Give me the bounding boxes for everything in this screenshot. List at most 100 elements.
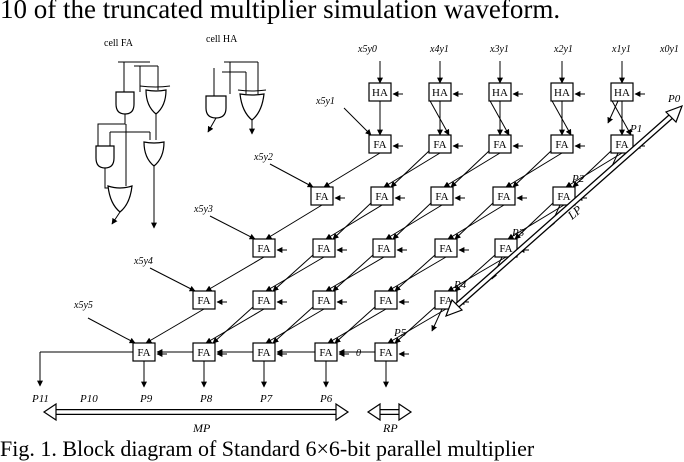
svg-text:FA: FA <box>315 191 328 203</box>
fa-cell: FA <box>192 342 216 362</box>
fa-cell: FA <box>492 186 516 206</box>
fa-cell: FA <box>494 238 518 258</box>
svg-text:FA: FA <box>377 243 390 255</box>
svg-text:FA: FA <box>379 347 392 359</box>
input-label-left: x5y1 <box>315 96 335 107</box>
output-label: P1 <box>629 123 642 135</box>
svg-text:HA: HA <box>614 87 630 99</box>
fa-cell: FA <box>370 186 394 206</box>
input-label-top: x1y1 <box>611 44 631 55</box>
legend-ha-label: cell HA <box>206 34 238 45</box>
and-gate-ha <box>205 95 227 119</box>
xor-gate-ha <box>239 93 265 121</box>
svg-text:FA: FA <box>615 139 628 151</box>
svg-text:FA: FA <box>317 243 330 255</box>
rp-arrow <box>366 402 413 422</box>
svg-text:HA: HA <box>554 87 570 99</box>
fa-cell: FA <box>312 238 336 258</box>
ha-cell: HA <box>488 82 512 102</box>
input-label-left: x5y2 <box>253 152 273 163</box>
and-gate-2 <box>95 145 115 169</box>
svg-text:FA: FA <box>493 139 506 151</box>
header-text: 10 of the truncated multiplier simulatio… <box>0 0 561 24</box>
xor-gate-1 <box>145 89 167 115</box>
output-label: P2 <box>571 173 585 185</box>
legend-fa-label: cell FA <box>104 38 134 49</box>
fa-cell: FA <box>132 342 156 362</box>
fa-cell: FA <box>374 342 398 362</box>
fa-cell: FA <box>372 238 396 258</box>
svg-text:HA: HA <box>492 87 508 99</box>
svg-text:HA: HA <box>432 87 448 99</box>
svg-text:FA: FA <box>257 243 270 255</box>
svg-text:FA: FA <box>497 191 510 203</box>
fa-cell: FA <box>552 186 576 206</box>
input-label-top: x0y1 <box>659 44 679 55</box>
svg-text:FA: FA <box>379 295 392 307</box>
output-label: P9 <box>139 393 153 405</box>
output-label: P6 <box>319 393 333 405</box>
input-label-top: x5y0 <box>357 44 377 55</box>
ha-cell: HA <box>610 82 634 102</box>
fa-cell: FA <box>252 238 276 258</box>
fa-cell: FA <box>368 134 392 154</box>
svg-text:FA: FA <box>435 191 448 203</box>
or-gate <box>107 185 133 213</box>
fa-cell: FA <box>312 290 336 310</box>
svg-text:FA: FA <box>137 347 150 359</box>
fa-cell: FA <box>430 186 454 206</box>
legend-ha-schematic <box>205 61 267 135</box>
svg-text:FA: FA <box>317 295 330 307</box>
ha-cell: HA <box>428 82 452 102</box>
svg-text:FA: FA <box>433 139 446 151</box>
legend-fa-schematic <box>95 61 171 229</box>
fa-cell: FA <box>488 134 512 154</box>
output-label: P3 <box>511 227 525 239</box>
svg-text:FA: FA <box>375 191 388 203</box>
rp-label: RP <box>382 421 398 435</box>
cell-array: HA HA HA HA HA FA FA FA FA FA FA FA FA FA FA FA FA FA FA FA… <box>132 82 634 362</box>
svg-text:FA: FA <box>257 295 270 307</box>
zero-input-label: 0 <box>356 348 361 359</box>
output-label: P4 <box>453 279 467 291</box>
svg-text:FA: FA <box>373 139 386 151</box>
svg-text:FA: FA <box>555 139 568 151</box>
svg-text:FA: FA <box>499 243 512 255</box>
fa-cell: FA <box>252 290 276 310</box>
xor-gate-2 <box>143 141 165 167</box>
svg-text:FA: FA <box>439 295 452 307</box>
input-label-left: x5y4 <box>133 256 153 267</box>
and-gate-1 <box>115 91 135 115</box>
input-label-top: x4y1 <box>429 44 449 55</box>
fa-cell: FA <box>610 134 634 154</box>
svg-text:FA: FA <box>197 347 210 359</box>
array-wires <box>37 61 645 388</box>
ha-cell: HA <box>368 82 392 102</box>
input-label-top: x2y1 <box>553 44 573 55</box>
output-label: P10 <box>79 393 98 405</box>
svg-text:HA: HA <box>372 87 388 99</box>
ha-cell: HA <box>550 82 574 102</box>
fa-cell: FA <box>434 238 458 258</box>
svg-text:FA: FA <box>197 295 210 307</box>
figure-caption: Fig. 1. Block diagram of Standard 6×6-bi… <box>0 436 535 461</box>
fa-cell: FA <box>192 290 216 310</box>
mp-label: MP <box>192 421 211 435</box>
svg-text:FA: FA <box>257 347 270 359</box>
svg-text:FA: FA <box>439 243 452 255</box>
lp-arrow <box>444 104 684 318</box>
output-label: P7 <box>259 393 273 405</box>
output-label: P11 <box>31 393 49 405</box>
fa-cell: FA <box>252 342 276 362</box>
output-label: P5 <box>393 327 407 339</box>
output-label: P8 <box>199 393 213 405</box>
output-label: P0 <box>667 93 681 105</box>
mp-arrow <box>42 402 350 422</box>
fa-cell: FA <box>428 134 452 154</box>
input-label-left: x5y3 <box>193 204 213 215</box>
fa-cell: FA <box>550 134 574 154</box>
fa-cell: FA <box>374 290 398 310</box>
input-label-left: x5y5 <box>73 300 93 311</box>
